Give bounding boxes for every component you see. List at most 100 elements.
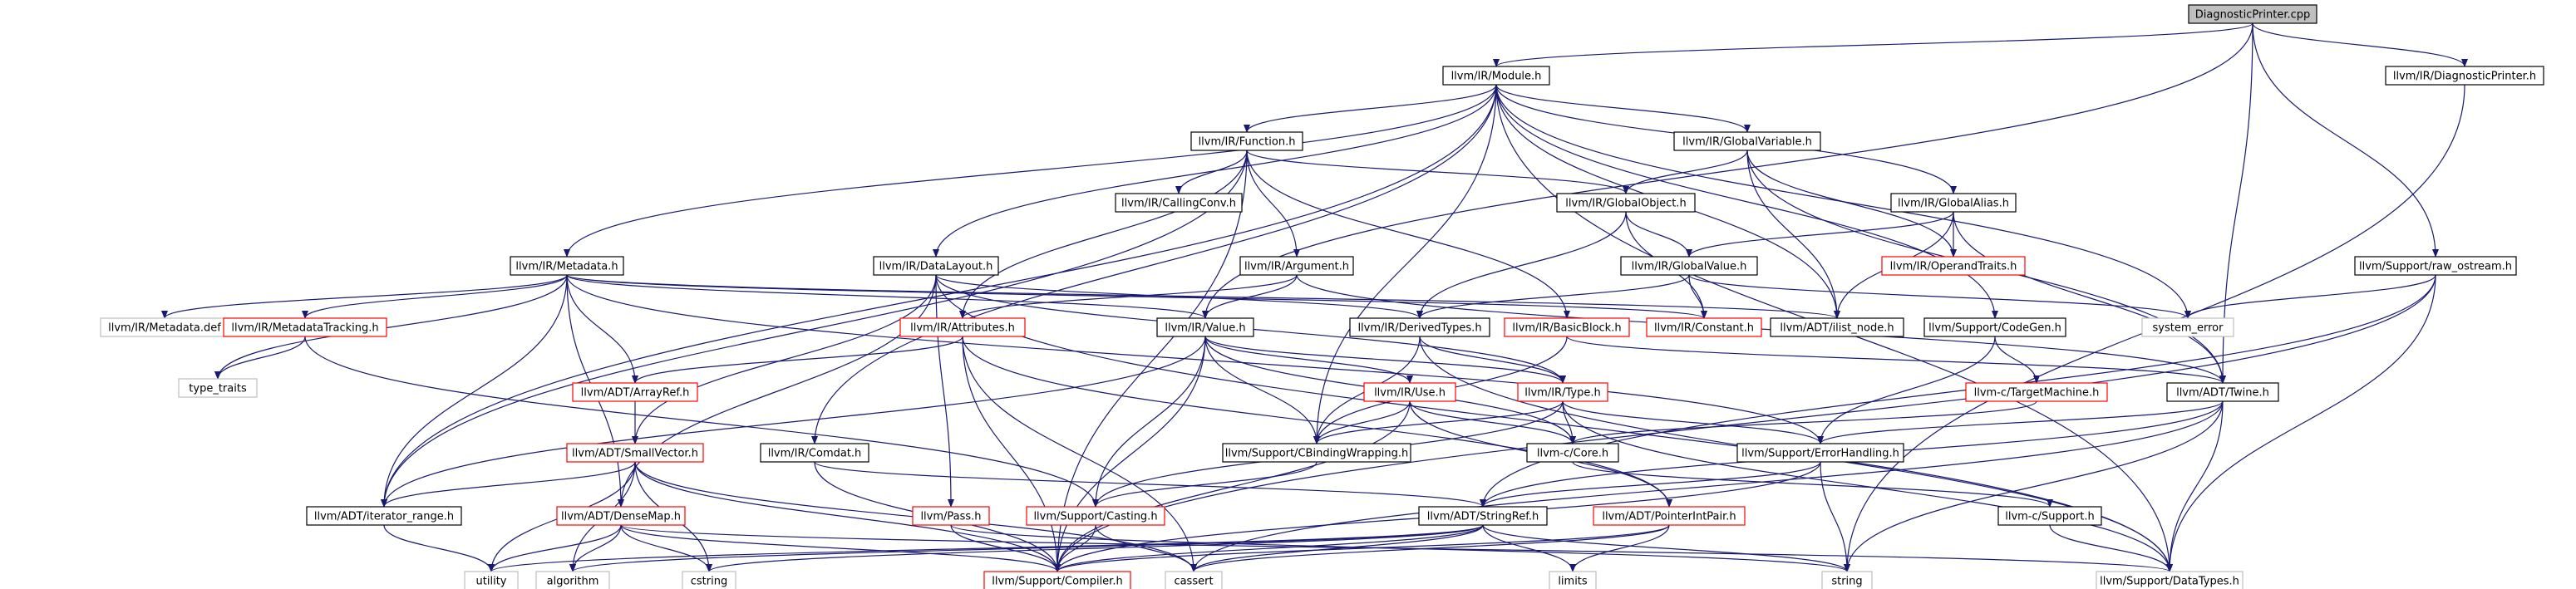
node-box (2385, 66, 2544, 86)
node-iteratorrange[interactable]: llvm/ADT/iterator_range.h (306, 506, 462, 526)
node-label: llvm-c/TargetMachine.h (1974, 387, 2100, 400)
node-box (1156, 317, 1254, 337)
node-callingconv[interactable]: llvm/IR/CallingConv.h (1115, 193, 1243, 213)
node-box (2166, 382, 2279, 402)
node-pointerintpair[interactable]: llvm/ADT/PointerIntPair.h (1593, 506, 1746, 526)
edge-globalvariable-to-operandtraits (1746, 150, 1957, 258)
node-label: llvm/IR/GlobalObject.h (1565, 198, 1686, 210)
node-diagprinter[interactable]: llvm/IR/DiagnosticPrinter.h (2385, 66, 2544, 86)
node-value[interactable]: llvm/IR/Value.h (1156, 317, 1254, 337)
node-targetmachine[interactable]: llvm-c/TargetMachine.h (1965, 382, 2108, 402)
node-label: DiagnosticPrinter.cpp (2195, 9, 2311, 22)
edge-metadata-to-metadatatracking (302, 274, 568, 319)
node-box (983, 571, 1131, 589)
node-rawostream[interactable]: llvm/Support/raw_ostream.h (2354, 256, 2517, 276)
node-operandtraits[interactable]: llvm/IR/OperandTraits.h (1881, 256, 2026, 276)
node-comdat[interactable]: llvm/IR/Comdat.h (760, 443, 869, 463)
node-globalvalue[interactable]: llvm/IR/GlobalValue.h (1620, 256, 1758, 276)
node-label: llvm/Support/CodeGen.h (1928, 322, 2061, 335)
edge-stringref-to-utility (488, 524, 1484, 572)
node-label: llvm/Pass.h (920, 511, 981, 523)
node-box (1881, 256, 2026, 276)
node-box (2188, 4, 2317, 24)
node-box (1442, 66, 1550, 86)
node-label: type_traits (189, 383, 247, 395)
node-constant[interactable]: llvm/IR/Constant.h (1646, 317, 1762, 337)
node-ilistnode[interactable]: llvm/ADT/ilist_node.h (1770, 317, 1904, 337)
node-label: llvm/IR/DataLayout.h (879, 261, 993, 273)
node-limits: limits (1549, 571, 1597, 589)
node-codegen[interactable]: llvm/Support/CodeGen.h (1923, 317, 2066, 337)
node-globalobject[interactable]: llvm/IR/GlobalObject.h (1556, 193, 1696, 213)
edge-datalayout-to-smallvector (632, 274, 937, 444)
node-twine[interactable]: llvm/ADT/Twine.h (2166, 382, 2279, 402)
node-metadatadef: llvm/IR/Metadata.def (100, 317, 229, 337)
node-metadata[interactable]: llvm/IR/Metadata.h (510, 256, 624, 276)
node-basicblock[interactable]: llvm/IR/BasicBlock.h (1504, 317, 1630, 337)
node-module[interactable]: llvm/IR/Module.h (1442, 66, 1550, 86)
node-box (1239, 256, 1354, 276)
edge-globalobject-to-derivedtypes (1416, 211, 1627, 319)
node-compiler[interactable]: llvm/Support/Compiler.h (983, 571, 1131, 589)
node-attributes[interactable]: llvm/IR/Attributes.h (899, 317, 1026, 337)
edge-root-to-rawostream (2252, 22, 2439, 258)
edge-module-to-function (1244, 84, 1497, 133)
node-arrayref[interactable]: llvm/ADT/ArrayRef.h (572, 382, 698, 402)
node-argument[interactable]: llvm/IR/Argument.h (1239, 256, 1354, 276)
node-label: llvm/IR/Metadata.h (515, 261, 618, 273)
node-box (1997, 506, 2102, 526)
edge-pass-to-string (950, 524, 1850, 572)
node-label: llvm/IR/Comdat.h (768, 448, 862, 460)
node-stringref[interactable]: llvm/ADT/StringRef.h (1418, 506, 1548, 526)
edge-derivedtypes-to-type (1419, 336, 1566, 384)
node-label: llvm-c/Core.h (1537, 448, 1608, 460)
node-label: system_error (2153, 322, 2224, 335)
node-label: llvm/IR/GlobalValue.h (1632, 261, 1747, 273)
node-core[interactable]: llvm-c/Core.h (1526, 443, 1619, 463)
node-box (1620, 256, 1758, 276)
node-label: llvm/Support/CBindingWrapping.h (1225, 448, 1409, 460)
node-box (1115, 193, 1243, 213)
node-box (1363, 382, 1456, 402)
node-csupport[interactable]: llvm-c/Support.h (1997, 506, 2102, 526)
node-globalalias[interactable]: llvm/IR/GlobalAlias.h (1890, 193, 2017, 213)
node-datalayout[interactable]: llvm/IR/DataLayout.h (873, 256, 999, 276)
node-metadatatracking[interactable]: llvm/IR/MetadataTracking.h (223, 317, 387, 337)
node-smallvector[interactable]: llvm/ADT/SmallVector.h (566, 443, 704, 463)
node-label: llvm/IR/Use.h (1374, 387, 1446, 400)
edge-core-to-csupport (1572, 461, 2053, 508)
node-datatypes: llvm/Support/DataTypes.h (2096, 571, 2244, 589)
edge-module-to-metadata (564, 84, 1497, 258)
node-label: llvm/IR/OperandTraits.h (1890, 261, 2017, 273)
node-label: llvm-c/Support.h (2005, 511, 2095, 523)
edge-datalayout-to-pass (935, 274, 954, 508)
node-globalvariable[interactable]: llvm/IR/GlobalVariable.h (1673, 131, 1821, 151)
edge-codegen-to-targetmachine (1994, 336, 2040, 384)
node-label: llvm/Support/raw_ostream.h (2359, 261, 2512, 273)
node-function[interactable]: llvm/IR/Function.h (1190, 131, 1303, 151)
node-errorhandling[interactable]: llvm/Support/ErrorHandling.h (1736, 443, 1904, 463)
node-label: llvm/IR/Constant.h (1654, 322, 1754, 335)
node-cbinding[interactable]: llvm/Support/CBindingWrapping.h (1222, 443, 1411, 463)
edge-errorhandling-to-string (1820, 461, 1850, 572)
edge-function-to-basicblock (1246, 150, 1570, 319)
edge-smallvector-to-compiler (634, 461, 1061, 572)
edge-twine-to-errorhandling (1817, 400, 2224, 444)
node-root[interactable]: DiagnosticPrinter.cpp (2188, 4, 2317, 24)
node-box (1923, 317, 2066, 337)
node-label: llvm/IR/Attributes.h (910, 322, 1015, 335)
node-densemap[interactable]: llvm/ADT/DenseMap.h (556, 506, 686, 526)
node-use[interactable]: llvm/IR/Use.h (1363, 382, 1456, 402)
node-pass[interactable]: llvm/Pass.h (912, 506, 990, 526)
edge-value-to-use (1204, 336, 1413, 384)
edge-densemap-to-utility (488, 524, 622, 572)
node-systemerror: system_error (2141, 317, 2234, 337)
node-type[interactable]: llvm/IR/Type.h (1517, 382, 1608, 402)
edge-datalayout-to-densemap (618, 274, 937, 508)
edge-globalvariable-to-ilistnode (1746, 150, 1840, 319)
edge-smallvector-to-iteratorrange (381, 461, 636, 508)
node-label: llvm/IR/DerivedTypes.h (1357, 322, 1481, 335)
node-box (1770, 317, 1904, 337)
node-casting[interactable]: llvm/Support/Casting.h (1026, 506, 1165, 526)
node-derivedtypes[interactable]: llvm/IR/DerivedTypes.h (1349, 317, 1490, 337)
